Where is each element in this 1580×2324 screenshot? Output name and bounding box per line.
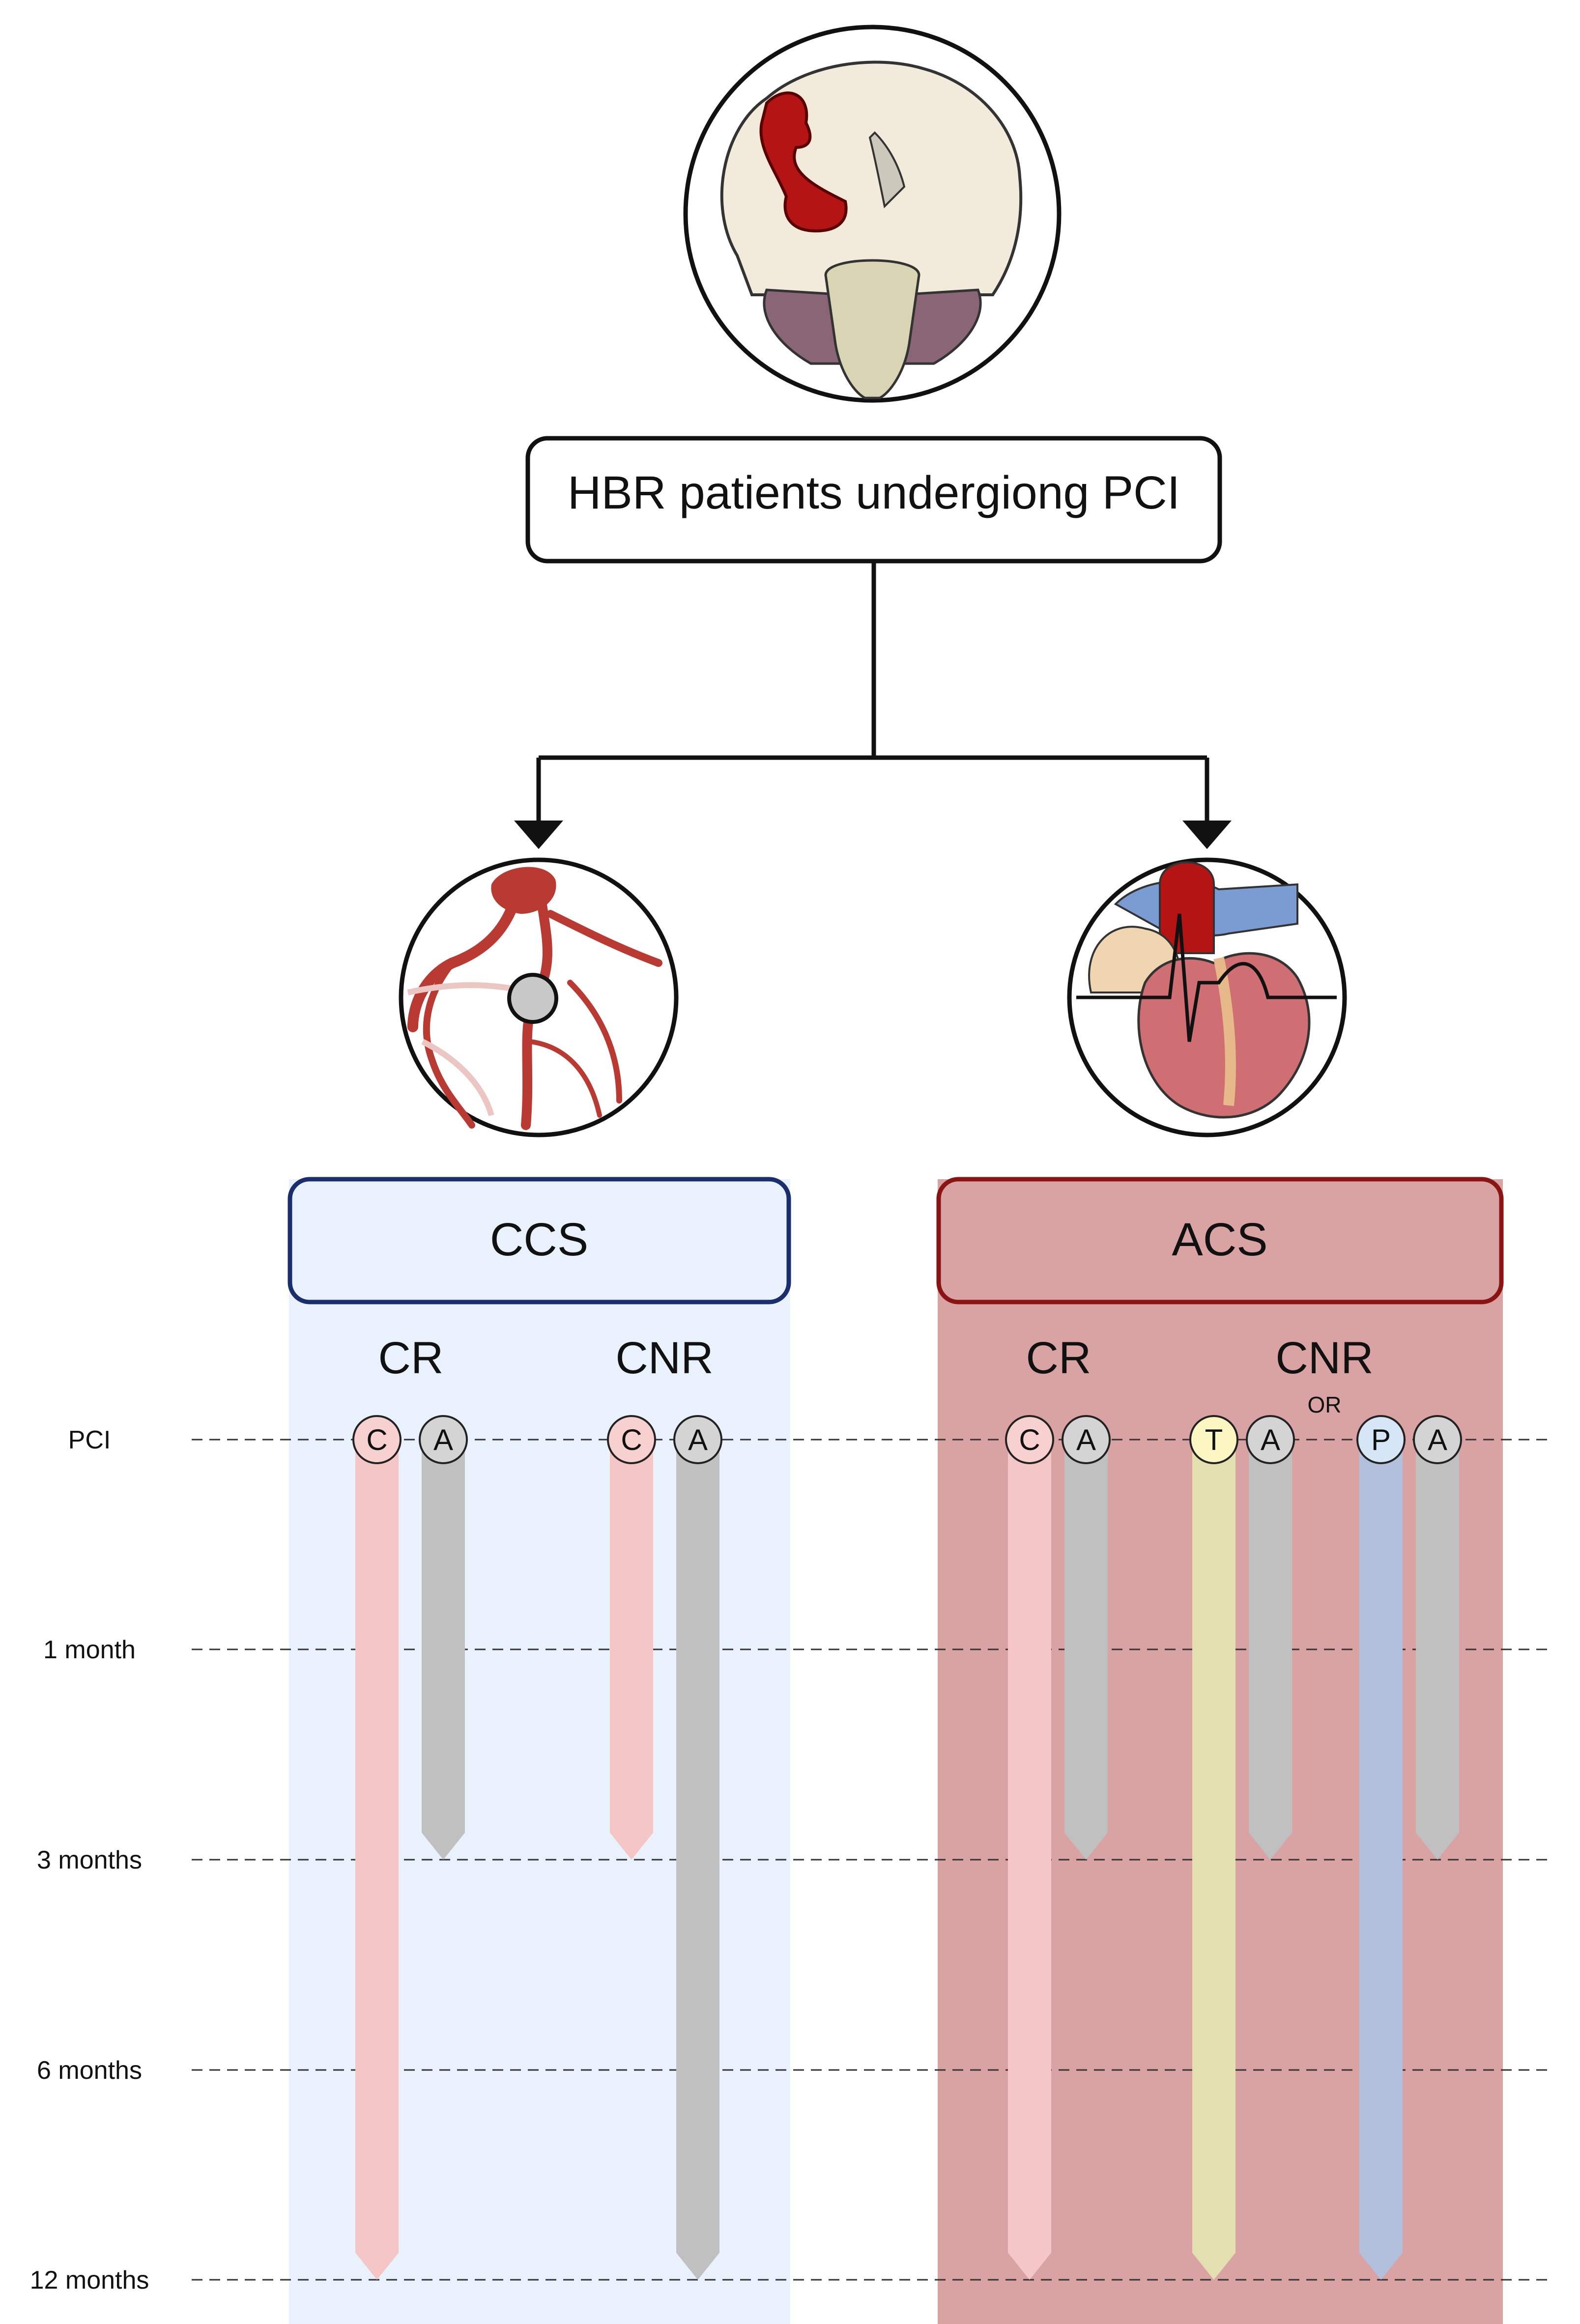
branch-connector [536, 561, 1209, 825]
timeline-label-m3: 3 months [37, 1846, 142, 1874]
drug-badge-letter: C [366, 1423, 387, 1456]
arrowhead-acs [1182, 821, 1232, 849]
timeline: PCI 1 month 3 months 6 months 12 months [30, 1426, 1548, 2295]
drug-badge [607, 1415, 656, 1464]
timeline-label-pci: PCI [68, 1426, 111, 1454]
title-box: HBR patients undergiong PCI [525, 436, 1222, 564]
heart-ecg-icon [1067, 857, 1347, 1137]
drug-badge [1005, 1415, 1054, 1464]
drug-badge [352, 1415, 402, 1464]
drug-badge [673, 1415, 722, 1464]
therapy-bar-ccs-cnr-c: C [607, 1415, 656, 1860]
therapy-bar-ccs-cnr-a: A [673, 1415, 722, 2280]
drug-badge [1189, 1415, 1238, 1464]
therapy-bar-acs-cnr-a: A [1246, 1415, 1295, 1860]
ccs-cnr-label: CNR [615, 1333, 713, 1383]
drug-badge-letter: A [1261, 1423, 1280, 1456]
drug-badge-letter: C [1019, 1423, 1040, 1456]
brain-hemorrhage-icon [683, 25, 1062, 403]
therapy-bar-shape [1416, 1440, 1459, 1860]
drug-badge [1413, 1415, 1462, 1464]
drug-badge-letter: A [688, 1423, 708, 1456]
acs-cr-label: CR [1026, 1333, 1092, 1383]
acs-label: ACS [1172, 1214, 1267, 1266]
therapy-bar-acs-cnr-a: A [1413, 1415, 1462, 1860]
therapy-bar-shape [1249, 1440, 1292, 1860]
therapy-bar-shape [1359, 1440, 1403, 2280]
ccs-cr-label: CR [378, 1333, 444, 1383]
drug-badge-letter: P [1371, 1423, 1391, 1456]
acs-cnr-label: CNR [1275, 1333, 1373, 1383]
drug-badge-letter: A [1428, 1423, 1447, 1456]
drug-badge [1062, 1415, 1111, 1464]
timeline-label-m6: 6 months [37, 2056, 142, 2085]
therapy-bar-acs-cnr-p: P [1356, 1415, 1406, 2280]
arrowhead-ccs [514, 821, 563, 849]
therapy-bar-ccs-cr-c: C [352, 1415, 402, 2280]
coronary-artery-stenosis-icon [399, 857, 679, 1137]
drug-badge-letter: C [621, 1423, 642, 1456]
drug-badge-letter: A [1076, 1423, 1096, 1456]
ccs-header: CCS [287, 1177, 791, 1304]
therapy-bar-shape [1008, 1440, 1051, 2280]
therapy-bar-shape [355, 1440, 399, 2280]
drug-badge-letter: T [1205, 1423, 1223, 1456]
therapy-bar-ccs-cr-a: A [419, 1415, 468, 1860]
therapy-bar-shape [676, 1440, 719, 2280]
ccs-label: CCS [490, 1214, 589, 1266]
drug-badge-letter: A [433, 1423, 453, 1456]
title-text: HBR patients undergiong PCI [568, 467, 1180, 519]
therapy-bar-shape [1192, 1440, 1235, 2280]
drug-badge [1356, 1415, 1406, 1464]
acs-header: ACS [936, 1177, 1504, 1304]
drug-badge [1246, 1415, 1295, 1464]
or-label: OR [1308, 1392, 1342, 1417]
timeline-label-m12: 12 months [30, 2266, 149, 2295]
therapy-bar-acs-cnr-t: T [1189, 1415, 1238, 2280]
therapy-bar-acs-cr-a: A [1062, 1415, 1111, 1860]
timeline-label-m1: 1 month [43, 1636, 136, 1664]
therapy-bar-shape [610, 1440, 653, 1860]
therapy-bar-shape [422, 1440, 465, 1860]
therapy-bar-acs-cr-c: C [1005, 1415, 1054, 2280]
drug-badge [419, 1415, 468, 1464]
therapy-bar-shape [1064, 1440, 1108, 1860]
